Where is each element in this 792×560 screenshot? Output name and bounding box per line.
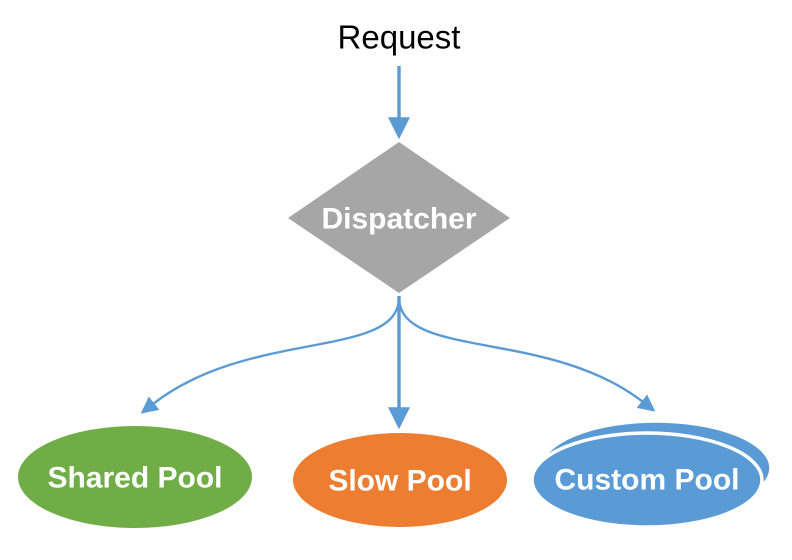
- edge-dispatcher-to-custom-pool: [397, 296, 656, 412]
- custom-pool-label: Custom Pool: [555, 464, 740, 497]
- custom-pool-front-ellipse: [530, 431, 764, 529]
- shared-pool-label: Shared Pool: [47, 462, 222, 495]
- shared-pool-ellipse: [18, 426, 252, 528]
- dispatcher-label: Dispatcher: [321, 203, 476, 236]
- request-label: Request: [338, 19, 461, 56]
- slow-pool-ellipse: [293, 433, 507, 527]
- edge-dispatcher-to-shared-pool: [140, 296, 401, 414]
- slow-pool-label: Slow Pool: [328, 465, 471, 498]
- dispatcher-diamond: [288, 142, 510, 293]
